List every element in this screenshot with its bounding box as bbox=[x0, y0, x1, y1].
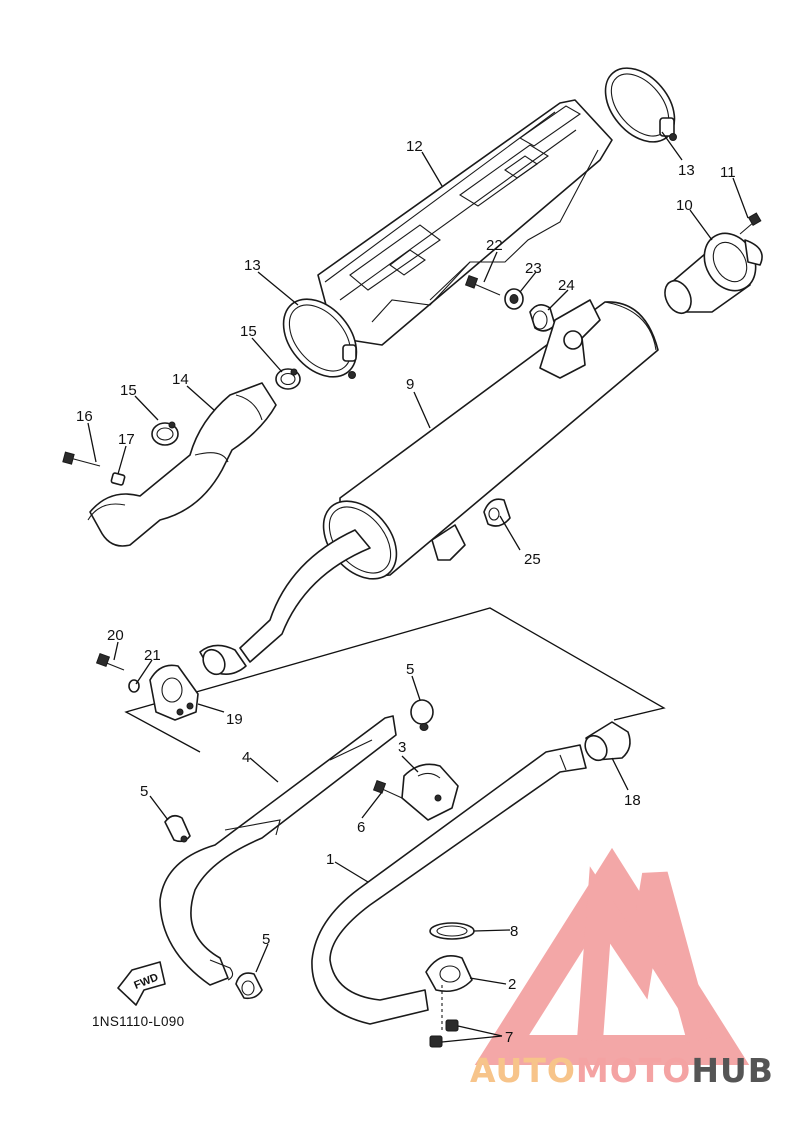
callout-18: 18 bbox=[624, 792, 641, 809]
callout-12: 12 bbox=[406, 138, 423, 155]
callout-3: 3 bbox=[398, 739, 406, 756]
end-cap-10 bbox=[664, 232, 763, 315]
callout-5-lower: 5 bbox=[262, 931, 270, 948]
fwd-arrow: FWD bbox=[117, 961, 166, 1006]
clamp-19 bbox=[149, 664, 199, 721]
clamp-13-lower bbox=[282, 298, 358, 379]
watermark-part-moto: MOTO bbox=[576, 1051, 691, 1090]
watermark-part-hub: HUB bbox=[691, 1051, 774, 1090]
callout-7: 7 bbox=[505, 1029, 513, 1046]
watermark-part-auto: AUTO bbox=[470, 1051, 576, 1090]
callout-11: 11 bbox=[720, 164, 736, 181]
damper-24 bbox=[529, 304, 556, 332]
callout-23: 23 bbox=[525, 260, 542, 277]
bolt-11 bbox=[739, 212, 762, 235]
callout-2: 2 bbox=[508, 976, 516, 993]
exhaust-pipe-4 bbox=[159, 715, 397, 986]
callout-8: 8 bbox=[510, 923, 518, 940]
bolt-16 bbox=[62, 451, 101, 467]
callout-17: 17 bbox=[118, 431, 135, 448]
callout-6: 6 bbox=[357, 819, 365, 836]
callout-22: 22 bbox=[486, 237, 503, 254]
pipe-14 bbox=[87, 382, 277, 547]
callout-20: 20 bbox=[107, 627, 124, 644]
callout-13-upper: 13 bbox=[678, 162, 695, 179]
gasket-5-upper bbox=[410, 699, 434, 731]
leader-lines bbox=[87, 131, 749, 1043]
svg-text:AUTOMOTOHUB: AUTOMOTOHUB bbox=[470, 1051, 774, 1090]
flange-2 bbox=[425, 955, 473, 1030]
callout-15-upper: 15 bbox=[240, 323, 257, 340]
watermark: AUTOMOTOHUB bbox=[470, 1051, 774, 1090]
callout-14: 14 bbox=[172, 371, 189, 388]
callout-15-lower: 15 bbox=[120, 382, 137, 399]
bolt-20 bbox=[95, 652, 125, 671]
clamp-15-lower bbox=[151, 421, 179, 446]
callout-16: 16 bbox=[76, 408, 93, 425]
callout-labels: 12 13 11 10 13 22 23 24 15 15 14 9 16 17… bbox=[76, 138, 736, 1046]
gasket-5-lower bbox=[235, 972, 263, 1000]
watermark-logo bbox=[474, 847, 750, 1065]
callout-19: 19 bbox=[226, 711, 243, 728]
collar-23 bbox=[504, 288, 524, 310]
heat-protector-12 bbox=[317, 99, 613, 346]
callout-5-upper: 5 bbox=[406, 661, 414, 678]
callout-24: 24 bbox=[558, 277, 575, 294]
callout-25: 25 bbox=[524, 551, 541, 568]
grommet-25 bbox=[483, 498, 511, 527]
callout-13-lower: 13 bbox=[244, 257, 261, 274]
bolt-22 bbox=[464, 274, 501, 296]
callout-4: 4 bbox=[242, 749, 250, 766]
bracket-3 bbox=[401, 763, 459, 821]
sleeve-18 bbox=[584, 721, 631, 762]
bolt-6 bbox=[372, 779, 403, 799]
header-pipe-1 bbox=[311, 744, 587, 1025]
collar-17 bbox=[110, 472, 126, 486]
callout-21: 21 bbox=[144, 647, 161, 664]
callout-10: 10 bbox=[676, 197, 693, 214]
callout-1: 1 bbox=[326, 851, 334, 868]
nut-7 bbox=[429, 1019, 459, 1048]
clamp-15-upper bbox=[275, 368, 301, 390]
diagram-code: 1NS1110-L090 bbox=[92, 1014, 184, 1029]
callout-9: 9 bbox=[406, 376, 414, 393]
gasket-8 bbox=[429, 922, 475, 940]
gasket-5-left bbox=[164, 814, 191, 843]
muffler-9 bbox=[199, 299, 659, 676]
assembly-frame bbox=[124, 607, 666, 753]
callout-5-left: 5 bbox=[140, 783, 148, 800]
